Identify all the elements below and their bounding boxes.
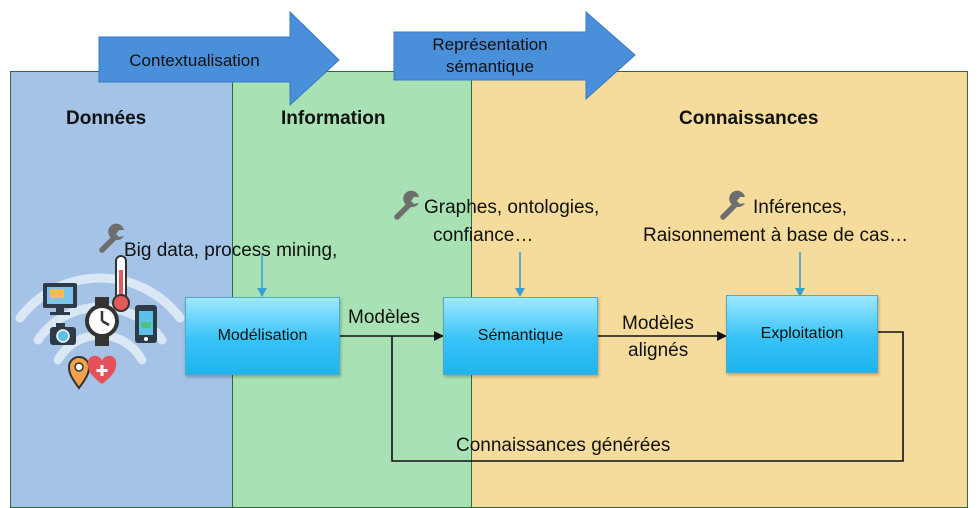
tool-label-inferences-line2: Raisonnement à base de cas… (643, 225, 909, 246)
feedback-loop-line (391, 331, 904, 462)
camera-icon (50, 323, 76, 345)
modeles-label: Modèles (348, 307, 420, 328)
wrench-icon (397, 191, 419, 217)
semantique-box: Sémantique (443, 297, 598, 375)
tool-label-big-data: Big data, process mining, (124, 240, 338, 261)
wrench-icon (723, 191, 745, 217)
tool-label-inferences-line1: Inférences, (753, 197, 847, 218)
heart-icon (87, 355, 117, 384)
representation-arrow (393, 10, 636, 101)
zone-title-donnees: Données (66, 108, 147, 129)
zone-title-information: Information (281, 108, 386, 129)
contextualisation-label: Contextualisation (129, 51, 260, 70)
smartwatch-icon (85, 297, 119, 346)
tool-label-graphes-line2: confiance… (433, 225, 534, 246)
zone-information (232, 71, 472, 508)
tool-label-graphes-line1: Graphes, ontologies, (424, 197, 600, 218)
thermometer-icon (112, 255, 130, 312)
wrench-icon (102, 224, 124, 250)
contextualisation-arrow (98, 10, 340, 107)
representation-label: Représentation sémantique (394, 34, 586, 78)
smartphone-icon (135, 305, 157, 343)
devices-icon-cluster (15, 255, 185, 390)
location-pin-icon (67, 356, 91, 390)
modeles-alignes-line2: alignés (628, 340, 689, 361)
modeles-alignes-line1: Modèles (622, 313, 694, 334)
exploitation-box: Exploitation (726, 295, 878, 373)
zone-title-connaissances: Connaissances (679, 108, 819, 129)
representation-line2: sémantique (446, 57, 534, 76)
modelisation-box: Modélisation (185, 297, 340, 375)
representation-line1: Représentation (432, 35, 548, 54)
monitor-icon (43, 283, 77, 315)
connaissances-generees-label: Connaissances générées (456, 435, 671, 456)
